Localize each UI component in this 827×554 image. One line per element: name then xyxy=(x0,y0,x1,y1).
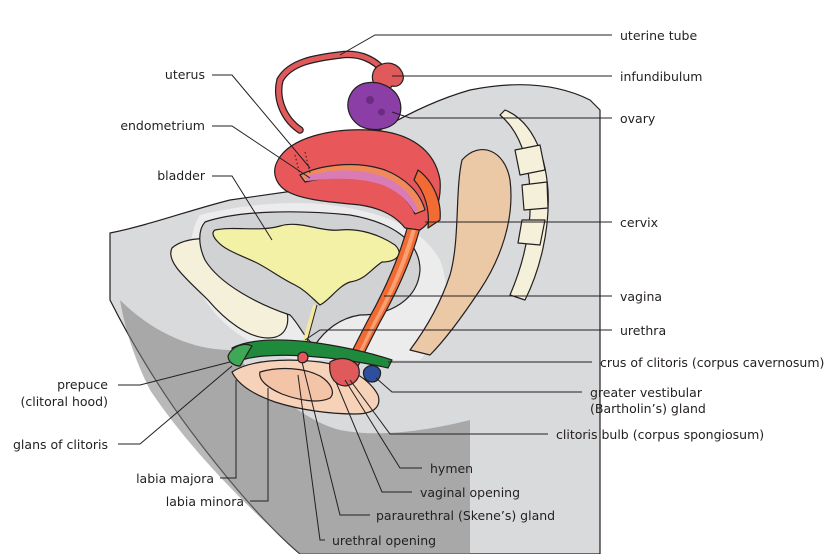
label-greater-vestibular-1: greater vestibular xyxy=(590,385,703,400)
label-infundibulum: infundibulum xyxy=(620,69,702,84)
label-uterus: uterus xyxy=(165,67,205,82)
uterine-tube-fill xyxy=(276,51,388,133)
bladder-group xyxy=(199,211,421,346)
label-prepuce-1: prepuce xyxy=(57,377,108,392)
leader-prepuce xyxy=(118,361,231,386)
leader-greater-vestibular xyxy=(375,377,582,393)
leader-endometrium xyxy=(212,125,311,179)
vulva-group xyxy=(227,339,393,415)
ovary-follicle xyxy=(366,96,386,116)
label-vagina: vagina xyxy=(620,289,662,304)
leader-bladder xyxy=(212,175,273,241)
leader-lines xyxy=(118,34,612,541)
label-urethral-opening: urethral opening xyxy=(332,533,436,548)
label-endometrium: endometrium xyxy=(120,118,205,133)
label-ovary: ovary xyxy=(620,111,656,126)
cervix xyxy=(413,169,441,229)
label-bladder: bladder xyxy=(157,168,206,183)
spine-segment xyxy=(514,144,546,176)
leader-vaginal-opening xyxy=(335,381,412,493)
uterine-cavity xyxy=(305,170,418,212)
uterus-body xyxy=(274,129,441,231)
leader-hymen xyxy=(344,379,422,469)
label-crus-of-clitoris: crus of clitoris (corpus cavernosum) xyxy=(600,355,824,370)
label-paraurethral-gland: paraurethral (Skene’s) gland xyxy=(376,508,555,523)
spine-segment xyxy=(521,181,549,211)
ovary xyxy=(347,81,402,131)
label-labia-minora: labia minora xyxy=(166,494,244,509)
leader-labia-majora xyxy=(220,380,237,479)
label-clitoris-bulb: clitoris bulb (corpus spongiosum) xyxy=(556,427,764,442)
clitoris-bulb xyxy=(329,357,360,387)
label-hymen: hymen xyxy=(430,461,473,476)
label-greater-vestibular-2: (Bartholin’s) gland xyxy=(590,401,706,416)
leader-uterine-tube xyxy=(339,34,612,56)
leader-urethral-opening xyxy=(297,374,325,541)
spine-segment xyxy=(517,219,546,246)
prepuce xyxy=(227,343,253,367)
leader-clitoris-bulb xyxy=(349,379,548,435)
perineum-region xyxy=(120,300,470,554)
bladder-lumen xyxy=(212,223,400,306)
leader-labia-minora xyxy=(250,388,269,502)
label-uterine-tube: uterine tube xyxy=(620,28,697,43)
uterus-wall-dots xyxy=(294,151,311,176)
leader-uterus xyxy=(212,74,311,169)
label-vaginal-opening: vaginal opening xyxy=(420,485,520,500)
label-cervix: cervix xyxy=(620,215,658,230)
leader-paraurethral xyxy=(301,361,370,516)
labels: uterine tube infundibulum ovary uterus e… xyxy=(13,28,824,548)
rectum xyxy=(409,149,512,356)
leader-urethra xyxy=(304,329,612,341)
leader-glans xyxy=(118,365,233,445)
uterus-group xyxy=(274,129,441,231)
label-prepuce-2: (clitoral hood) xyxy=(20,394,108,409)
skene-gland xyxy=(297,351,309,364)
label-glans-of-clitoris: glans of clitoris xyxy=(13,437,108,452)
label-urethra: urethra xyxy=(620,323,666,338)
leader-ovary xyxy=(391,111,612,119)
label-labia-majora: labia majora xyxy=(136,471,214,486)
